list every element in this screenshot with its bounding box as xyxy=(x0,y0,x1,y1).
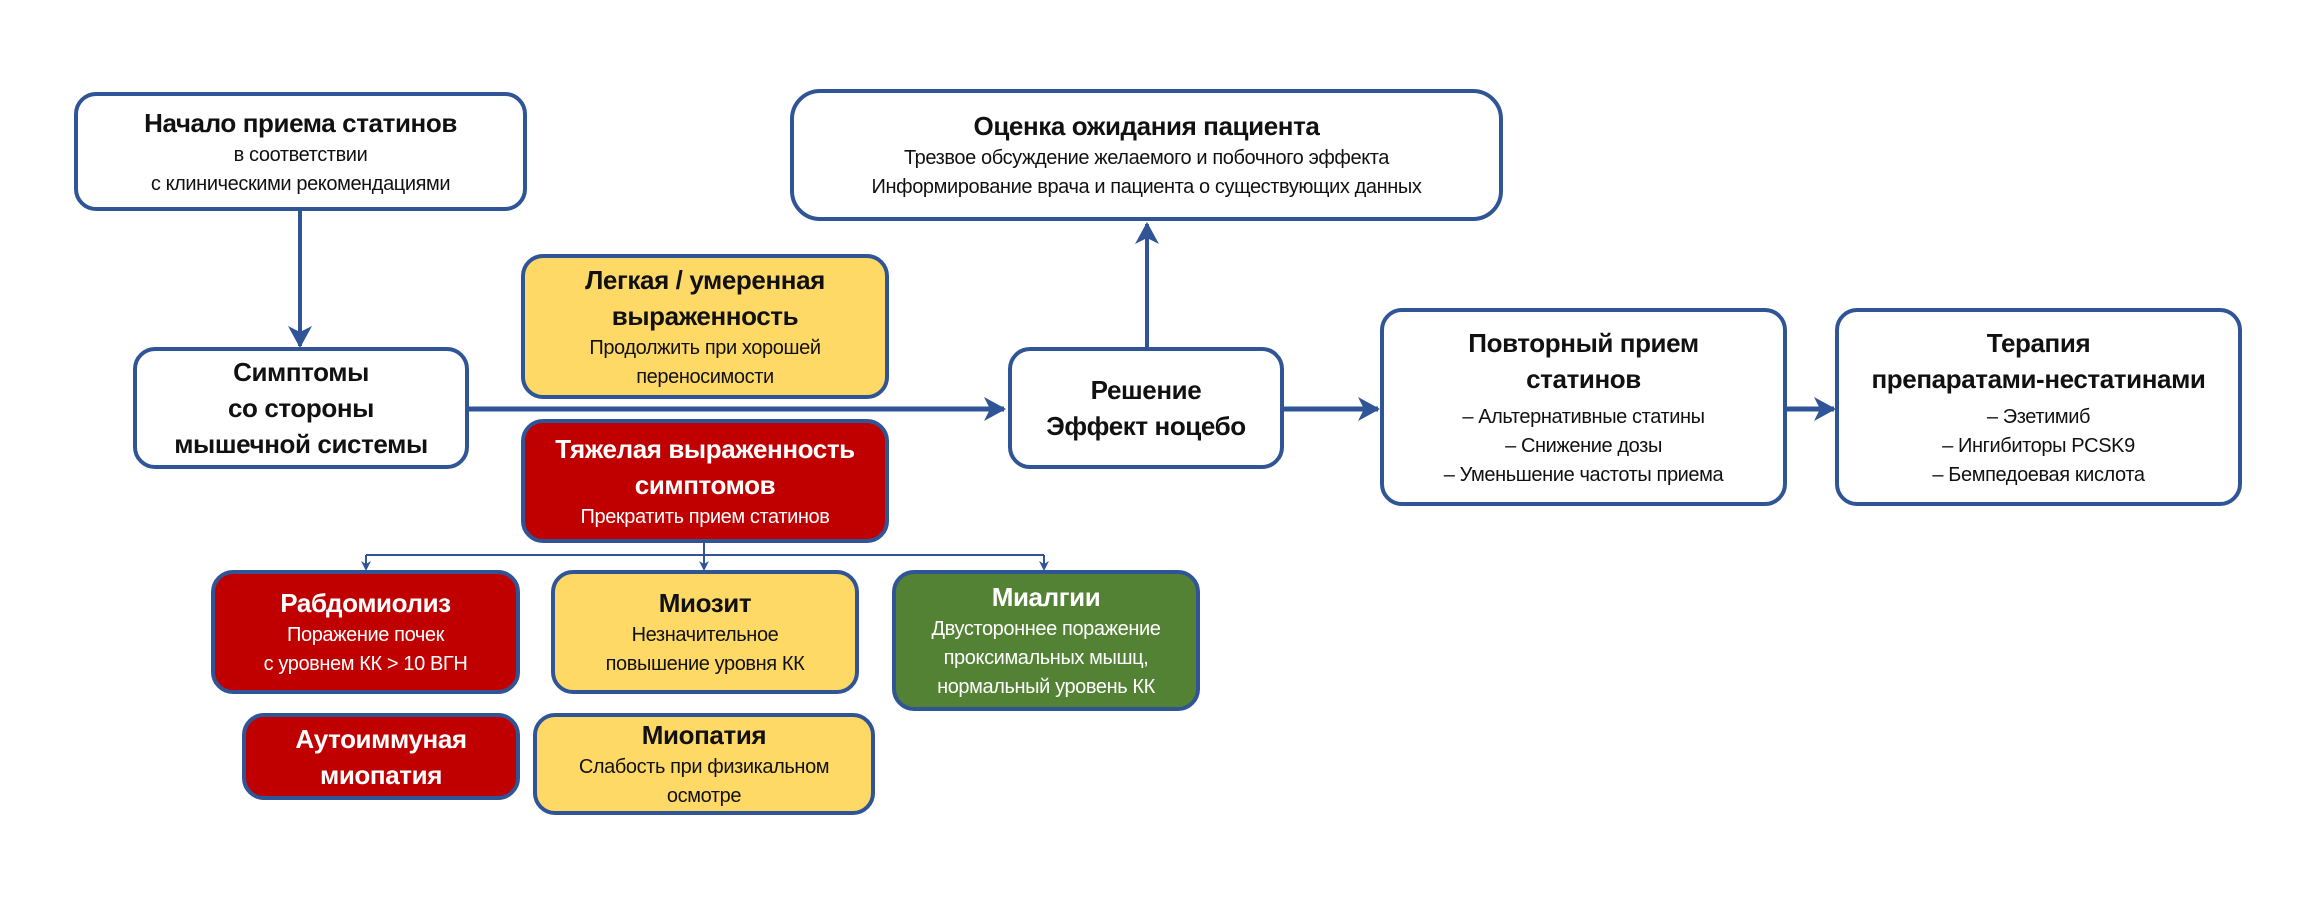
box-title: Миопатия xyxy=(641,720,767,750)
box-line: Незначительное xyxy=(631,624,779,646)
box-line: осмотре xyxy=(666,785,742,807)
decision-box: Решение Эффект ноцебо xyxy=(1008,347,1284,469)
start-statins-box: Начало приема статинов в соответствии с … xyxy=(74,92,527,211)
autoimmune-myopathy-box: Аутоиммуная миопатия xyxy=(242,713,520,800)
box-title: Миалгии xyxy=(991,582,1101,612)
box-title: выраженность xyxy=(611,300,799,331)
patient-expectation-box: Оценка ожидания пациента Трезвое обсужде… xyxy=(790,89,1503,221)
box-line: – Уменьшение частоты приема xyxy=(1443,463,1724,486)
box-line: проксимальных мышц, xyxy=(943,647,1149,669)
nonstatin-therapy-box: Терапия препаратами-нестатинами – Эзетим… xyxy=(1835,308,2242,506)
box-title: Оценка ожидания пациента xyxy=(973,111,1320,141)
box-line: – Альтернативные статины xyxy=(1462,405,1705,428)
box-title: статинов xyxy=(1526,363,1641,394)
box-line: – Ингибиторы PCSK9 xyxy=(1942,434,2135,457)
box-title: со стороны xyxy=(228,393,374,423)
box-title: миопатия xyxy=(320,759,442,790)
box-title: Начало приема статинов xyxy=(144,107,457,138)
box-line: с уровнем КК > 10 ВГН xyxy=(263,653,468,675)
box-line: нормальный уровень КК xyxy=(937,676,1155,698)
box-title: препаратами-нестатинами xyxy=(1871,363,2206,394)
box-title: Решение xyxy=(1090,375,1202,405)
myopathy-box: Миопатия Слабость при физикальном осмотр… xyxy=(533,713,875,815)
box-line: – Бемпедоевая кислота xyxy=(1932,463,2145,486)
rhabdomyolysis-box: Рабдомиолиз Поражение почек с уровнем КК… xyxy=(211,570,520,694)
box-line: Трезвое обсуждение желаемого и побочного… xyxy=(903,147,1390,169)
box-title: Тяжелая выраженность xyxy=(555,433,855,464)
box-line: Двустороннее поражение xyxy=(931,618,1161,640)
box-line: – Снижение дозы xyxy=(1505,434,1662,457)
box-line: Поражение почек xyxy=(287,624,444,646)
box-title: Терапия xyxy=(1986,327,2091,358)
mild-moderate-box: Легкая / умеренная выраженность Продолжи… xyxy=(521,254,889,399)
box-line: Информирование врача и пациента о сущест… xyxy=(871,176,1422,198)
severe-box: Тяжелая выраженность симптомов Прекратит… xyxy=(521,419,889,543)
box-title: Легкая / умеренная xyxy=(585,264,825,295)
box-title: Эффект ноцебо xyxy=(1046,411,1246,441)
box-title: Миозит xyxy=(658,588,752,618)
box-title: мышечной системы xyxy=(174,429,428,459)
box-title: Аутоиммуная xyxy=(295,723,467,754)
muscle-symptoms-box: Симптомы со стороны мышечной системы xyxy=(133,347,469,469)
box-line: Прекратить прием статинов xyxy=(580,505,830,528)
box-line: с клиническими рекомендациями xyxy=(150,172,451,195)
severe-branches xyxy=(361,543,1049,571)
box-line: переносимости xyxy=(636,365,774,388)
box-title: Повторный прием xyxy=(1468,327,1699,358)
myositis-box: Миозит Незначительное повышение уровня К… xyxy=(551,570,859,694)
box-title: Рабдомиолиз xyxy=(280,588,451,618)
box-line: – Эзетимиб xyxy=(1986,405,2091,428)
box-line: Продолжить при хорошей xyxy=(589,336,821,359)
box-line: Слабость при физикальном xyxy=(578,756,830,778)
myalgia-box: Миалгии Двустороннее поражение проксимал… xyxy=(892,570,1200,711)
box-title: симптомов xyxy=(634,469,776,500)
box-line: в соответствии xyxy=(233,143,368,166)
box-line: повышение уровня КК xyxy=(605,653,805,675)
box-title: Симптомы xyxy=(233,357,369,387)
rechallenge-box: Повторный прием статинов – Альтернативны… xyxy=(1380,308,1787,506)
